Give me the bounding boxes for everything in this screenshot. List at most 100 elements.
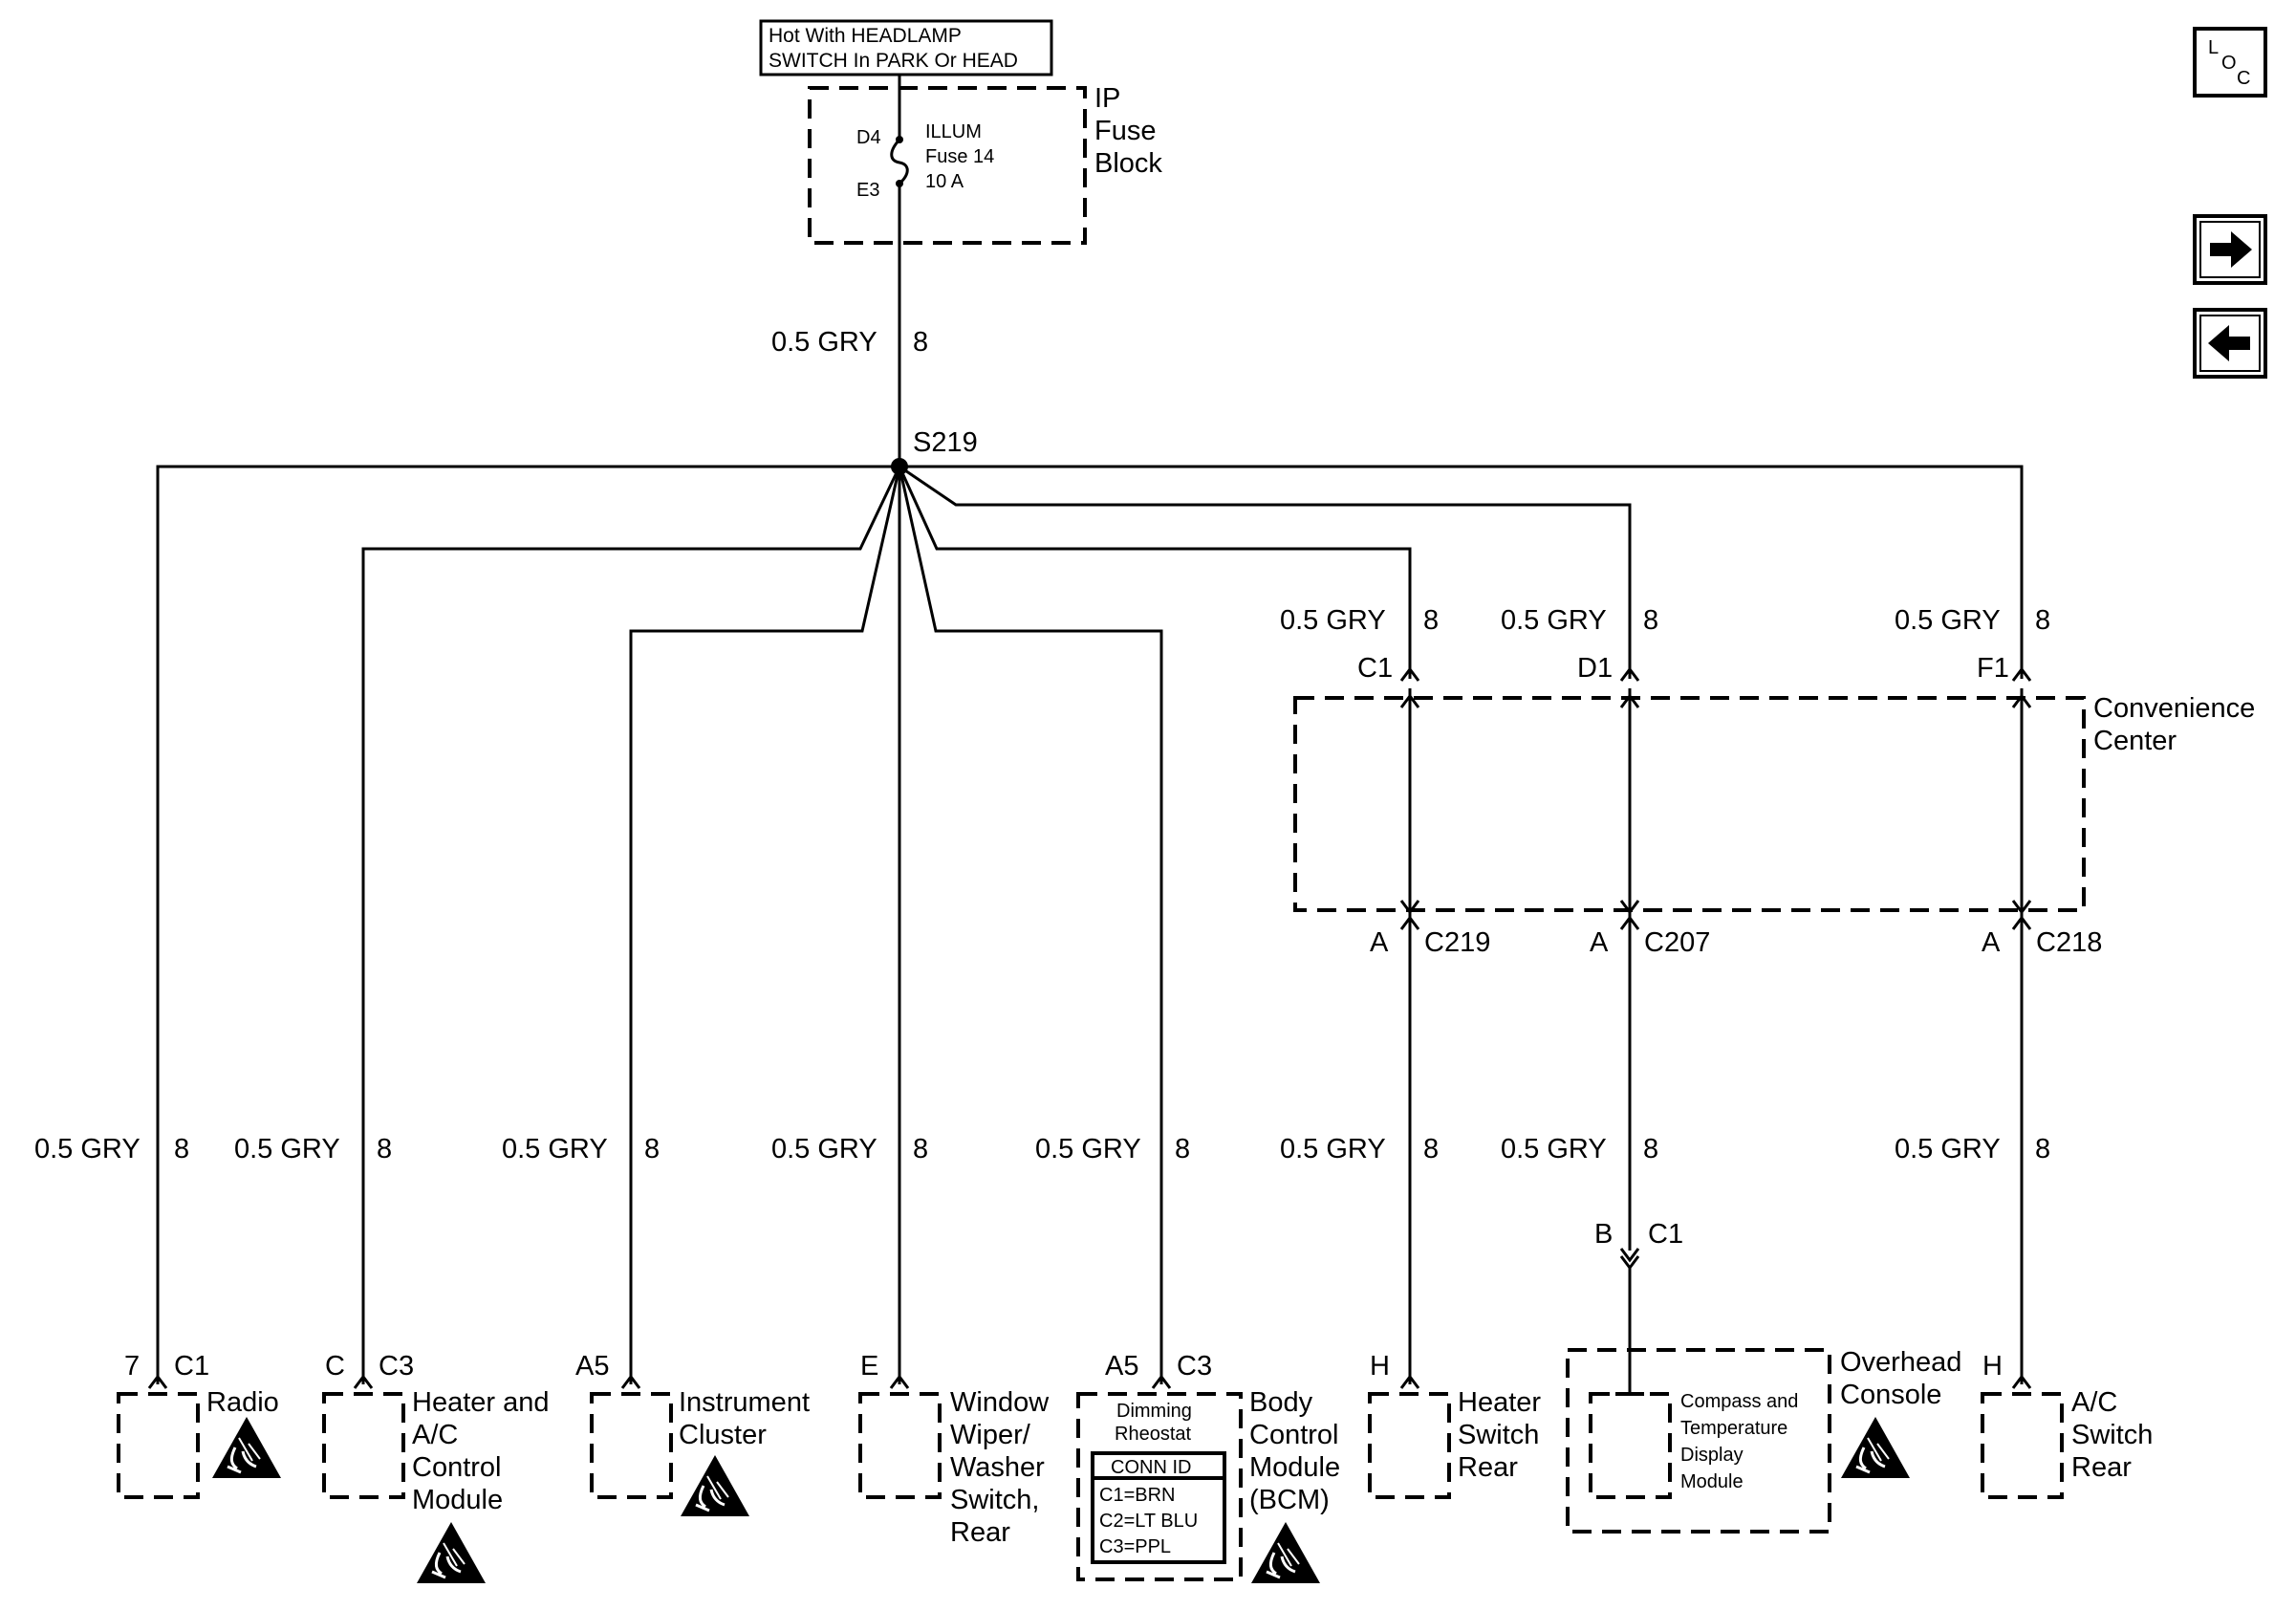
load-pin: 7 bbox=[124, 1351, 140, 1382]
source-label-line1: Hot With HEADLAMP bbox=[769, 25, 962, 47]
load-name-4: Module bbox=[412, 1485, 503, 1515]
wire-circuit: 8 bbox=[1643, 1134, 1658, 1164]
load-name-4: (BCM) bbox=[1249, 1485, 1330, 1515]
ac-switch-rear-load: H A/C Switch Rear bbox=[1981, 1351, 2153, 1499]
load-name-1: Overhead bbox=[1840, 1347, 1961, 1378]
arrow-right-icon bbox=[2210, 231, 2252, 268]
next-page-button[interactable] bbox=[2193, 214, 2267, 285]
loc-letter-l: L bbox=[2208, 37, 2219, 58]
heater-ac-control-module-load: C C3 Heater and A/C Control Module bbox=[322, 1351, 550, 1585]
wire-circuit: 8 bbox=[174, 1134, 189, 1164]
feed-wire-circuit: 8 bbox=[913, 327, 928, 358]
wire-gauge: 0.5 GRY bbox=[1280, 605, 1386, 636]
wire-labels: 0.5 GRY 8 0.5 GRY 8 0.5 GRY 8 0.5 GRY 8 … bbox=[34, 605, 2050, 1164]
load-connector-terminals bbox=[147, 1374, 2032, 1389]
wire-gauge: 0.5 GRY bbox=[234, 1134, 340, 1164]
load-pin: E bbox=[860, 1351, 878, 1382]
heater-switch-rear-load: H Heater Switch Rear bbox=[1368, 1351, 1541, 1499]
feed-wire-gauge: 0.5 GRY bbox=[771, 327, 877, 358]
instrument-cluster-load: A5 Instrument Cluster bbox=[575, 1351, 810, 1518]
loc-letter-c: C bbox=[2237, 68, 2250, 89]
wire-circuit: 8 bbox=[1643, 605, 1658, 636]
conn-id-table: CONN ID C1=BRN C2=LT BLU C3=PPL bbox=[1091, 1451, 1226, 1564]
body-control-module-load: A5 C3 Dimming Rheostat CONN ID C1=BRN C2… bbox=[1076, 1351, 1340, 1585]
load-name-1: Heater bbox=[1458, 1387, 1541, 1418]
cc-internal-wires bbox=[1399, 666, 2032, 930]
wire-gauge: 0.5 GRY bbox=[1035, 1134, 1141, 1164]
load-name-5: Rear bbox=[950, 1517, 1010, 1548]
conn-id-row: C3=PPL bbox=[1099, 1536, 1171, 1557]
inline-connector-c1: B C1 bbox=[1594, 1219, 1683, 1271]
location-button[interactable]: L O C bbox=[2193, 27, 2267, 98]
cc-out-connector: C219 bbox=[1424, 927, 1490, 958]
splice-label: S219 bbox=[913, 427, 978, 458]
wire-gauge: 0.5 GRY bbox=[1895, 605, 2001, 636]
wire-circuit: 8 bbox=[1423, 605, 1439, 636]
wire-circuit: 8 bbox=[1423, 1134, 1439, 1164]
esd-sensitive-icon bbox=[415, 1520, 487, 1585]
load-pin: H bbox=[1982, 1351, 2003, 1382]
fuse-block-name-1: IP bbox=[1094, 83, 1120, 114]
fuse-rating: 10 A bbox=[925, 171, 964, 192]
inline-connector-name: C1 bbox=[1648, 1219, 1683, 1250]
overhead-console-load: Compass and Temperature Display Module O… bbox=[1566, 1347, 1961, 1534]
compass-module-1: Compass and bbox=[1680, 1391, 1798, 1412]
convenience-center: Convenience Center C1 D1 F1 A C219 A C20… bbox=[1293, 653, 2255, 958]
load-pin: A5 bbox=[1105, 1351, 1138, 1382]
load-connector: C3 bbox=[1177, 1351, 1212, 1382]
inline-connector-pin: B bbox=[1594, 1219, 1613, 1250]
compass-module-3: Display bbox=[1680, 1445, 1744, 1466]
branch-wires bbox=[156, 465, 2024, 1384]
cc-input-f1: F1 bbox=[1977, 653, 2009, 684]
wire-circuit: 8 bbox=[1175, 1134, 1190, 1164]
load-name-2: Cluster bbox=[679, 1420, 767, 1450]
esd-sensitive-icon bbox=[679, 1453, 751, 1518]
wire-circuit: 8 bbox=[377, 1134, 392, 1164]
load-name-2: Control bbox=[1249, 1420, 1339, 1450]
wire-gauge: 0.5 GRY bbox=[502, 1134, 608, 1164]
load-name-3: Rear bbox=[2071, 1452, 2132, 1483]
load-name-1: Body bbox=[1249, 1387, 1313, 1418]
wire-circuit: 8 bbox=[2035, 605, 2050, 636]
wire-gauge: 0.5 GRY bbox=[1895, 1134, 2001, 1164]
loc-letter-o: O bbox=[2221, 53, 2237, 74]
load-name: Radio bbox=[206, 1387, 279, 1418]
conn-id-title: CONN ID bbox=[1111, 1457, 1191, 1478]
wire-gauge: 0.5 GRY bbox=[771, 1134, 877, 1164]
convenience-center-name-2: Center bbox=[2093, 726, 2177, 756]
load-name-2: Console bbox=[1840, 1380, 1941, 1410]
compass-module-2: Temperature bbox=[1680, 1418, 1787, 1439]
compass-module-4: Module bbox=[1680, 1471, 1744, 1492]
conn-id-row: C2=LT BLU bbox=[1099, 1511, 1198, 1532]
load-name-1: Window bbox=[950, 1387, 1050, 1418]
convenience-center-name-1: Convenience bbox=[2093, 693, 2255, 724]
load-name-3: Module bbox=[1249, 1452, 1340, 1483]
load-pin: A5 bbox=[575, 1351, 609, 1382]
esd-sensitive-icon bbox=[1249, 1520, 1322, 1585]
wire-gauge: 0.5 GRY bbox=[34, 1134, 141, 1164]
load-name-3: Control bbox=[412, 1452, 502, 1483]
esd-sensitive-icon bbox=[210, 1415, 283, 1480]
rheostat-label-2: Rheostat bbox=[1115, 1424, 1191, 1445]
load-name-2: Switch bbox=[2071, 1420, 2153, 1450]
conn-id-row: C1=BRN bbox=[1099, 1485, 1175, 1506]
wire-gauge: 0.5 GRY bbox=[1501, 1134, 1607, 1164]
wire-circuit: 8 bbox=[2035, 1134, 2050, 1164]
cc-out-pin: A bbox=[1590, 927, 1609, 958]
feed-wire: 0.5 GRY 8 bbox=[771, 75, 928, 467]
fuse-block-name-3: Block bbox=[1094, 148, 1162, 179]
fuse-icon bbox=[890, 136, 909, 187]
load-name-1: A/C bbox=[2071, 1387, 2117, 1418]
load-connector: C3 bbox=[379, 1351, 414, 1382]
fuse-pin-in: D4 bbox=[856, 127, 881, 148]
rheostat-label-1: Dimming bbox=[1116, 1401, 1192, 1422]
previous-page-button[interactable] bbox=[2193, 308, 2267, 379]
cc-out-connector: C218 bbox=[2036, 927, 2102, 958]
wire-circuit: 8 bbox=[913, 1134, 928, 1164]
cc-output-wires bbox=[1408, 920, 2024, 1384]
load-pin: C bbox=[325, 1351, 345, 1382]
fuse-block-name-2: Fuse bbox=[1094, 116, 1156, 146]
window-wiper-washer-switch-rear-load: E Window Wiper/ Washer Switch, Rear bbox=[858, 1351, 1050, 1548]
load-name-2: Wiper/ bbox=[950, 1420, 1031, 1450]
